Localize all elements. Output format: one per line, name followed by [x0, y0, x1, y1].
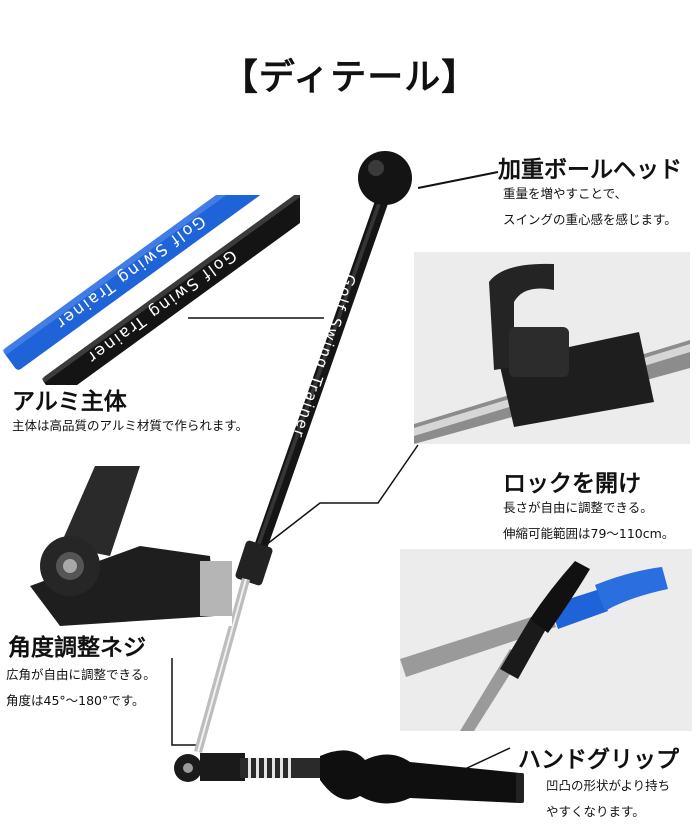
swing-trainer-image: Golf Swing Trainer [174, 151, 524, 804]
joint-lower-body [30, 546, 215, 626]
angle-joint-closeup-image [0, 466, 232, 626]
leader-ball-head [417, 171, 499, 189]
ball-head [358, 151, 412, 205]
ball-head-title: 加重ボールヘッド [498, 157, 682, 183]
blue-grip-ribbed [550, 589, 608, 629]
angle-screw-title: 角度調整ネジ [8, 635, 146, 661]
closeup-clamp-hook [489, 263, 554, 370]
angle-screw-desc-2: 角度は45°～180°です。 [6, 693, 145, 708]
hand-grip-desc-1: 凹凸の形状がより持ち [546, 778, 671, 793]
aluminum-body-title: アルミ主体 [12, 389, 127, 415]
grip-closeup-image [400, 549, 692, 731]
joint-upper-arm [60, 466, 140, 556]
ball-head-desc-2: スイングの重心感を感じます。 [503, 212, 677, 227]
page-title: 【ディテール】 [221, 57, 479, 98]
lock-closeup-image [414, 252, 690, 444]
lock-desc-1: 長さが自由に調整できる。 [503, 500, 653, 515]
grip-ribs [248, 758, 291, 778]
lock-collar [235, 540, 273, 586]
black-shaft [43, 195, 300, 385]
blue-shaft [3, 195, 275, 370]
hand-grip [320, 750, 520, 804]
blue-grip [595, 567, 668, 611]
hand-grip-desc-2: やすくなります。 [546, 804, 645, 819]
ball-head-desc-1: 重量を増やすことで、 [503, 186, 628, 201]
shaft-closeup-image: Golf Swing Trainer Golf Swing Trainer [2, 195, 300, 385]
shaft-print: Golf Swing Trainer [289, 272, 359, 441]
hand-grip-title: ハンドグリップ [518, 747, 679, 773]
black-grip [530, 561, 590, 633]
angle-screw-desc-1: 広角が自由に調整できる。 [6, 667, 156, 682]
leader-angle [171, 658, 196, 746]
lock-desc-2: 伸縮可能範囲は79～110cm。 [503, 526, 675, 541]
grip-photo-shaft-1 [400, 611, 556, 677]
screw-icon [63, 559, 77, 573]
lock-title: ロックを開け [503, 471, 641, 497]
leader-lock [261, 444, 419, 549]
grip-collar [200, 753, 245, 781]
aluminum-body-desc: 主体は高品質のアルミ材質で作られます。 [12, 418, 249, 433]
black-grip-ribbed [500, 619, 546, 679]
joint-silver-sleeve [200, 561, 232, 616]
